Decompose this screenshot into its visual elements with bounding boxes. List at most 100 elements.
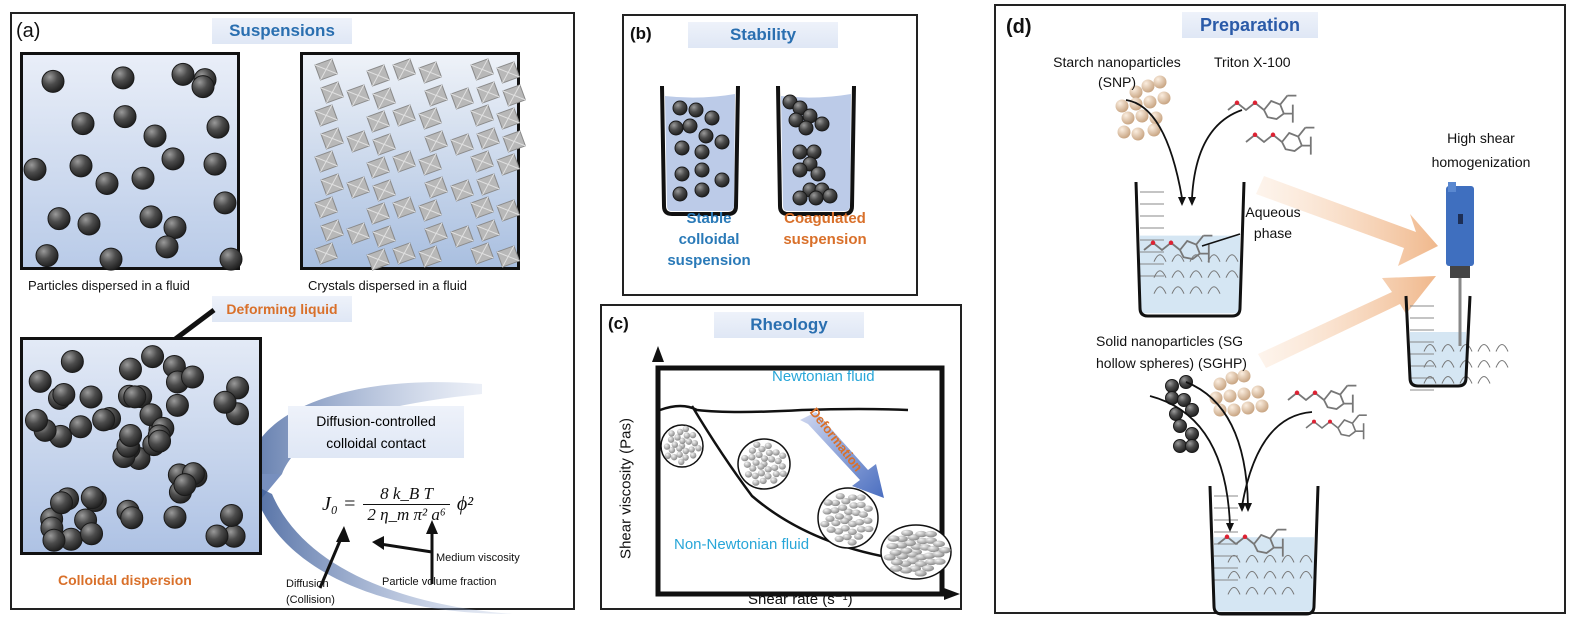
beaker-bottom — [1208, 485, 1320, 616]
cluster-particle — [679, 437, 686, 445]
particle — [71, 112, 95, 136]
contact-title-line1: Diffusion-controlled — [316, 413, 436, 429]
cluster-particle — [849, 502, 859, 509]
crystal — [476, 127, 501, 150]
cluster-particle — [664, 452, 672, 459]
beaker-homogenizer-hollow-sphere — [1441, 360, 1455, 368]
beaker-top-hollow-sphere — [1225, 254, 1239, 262]
particle — [118, 357, 142, 381]
beaker-top-hollow-sphere — [1207, 270, 1221, 278]
particle — [688, 102, 704, 118]
starch-particle — [1131, 127, 1145, 141]
aqueous-line2: phase — [1253, 225, 1293, 241]
cluster-particle — [914, 560, 927, 568]
cluster-particle — [744, 471, 753, 478]
particle — [41, 69, 65, 93]
crystal — [476, 173, 501, 196]
crystal — [424, 84, 449, 107]
cluster-particle — [932, 540, 945, 548]
particle — [672, 186, 688, 202]
newtonian-label: Newtonian fluid — [772, 368, 875, 385]
particle — [672, 100, 688, 116]
particle — [47, 207, 71, 231]
beaker-top-hollow-sphere — [1189, 270, 1203, 278]
particle — [95, 171, 119, 195]
sg-arrow — [1149, 395, 1231, 527]
cluster-particle — [683, 432, 691, 439]
starch-particle — [1135, 109, 1149, 123]
cluster-particle — [938, 546, 951, 554]
crystal — [346, 84, 371, 107]
particles-svg — [23, 62, 243, 271]
crystal — [450, 225, 475, 248]
particle — [119, 423, 143, 447]
triton-arrow-2 — [1241, 411, 1313, 507]
stable-line3: suspension — [667, 252, 751, 269]
panel-d: (d) Preparation Starch nanoparticles (SN… — [994, 4, 1566, 616]
homog-line1: High shear — [1447, 130, 1515, 146]
particle — [694, 182, 710, 198]
particle — [788, 112, 804, 128]
cluster-particle — [771, 464, 779, 471]
particle — [792, 162, 808, 178]
starch-particle — [1237, 369, 1251, 383]
cluster-particle — [901, 529, 914, 537]
particle — [123, 385, 147, 409]
cluster-particle — [822, 508, 832, 515]
cluster-particle — [764, 466, 772, 473]
starch-particle — [1157, 91, 1171, 105]
crystal — [366, 248, 391, 271]
crystal — [450, 179, 475, 202]
deformation-arrow — [800, 412, 884, 498]
equation-annotation-arrows — [318, 520, 438, 589]
cluster-particle — [663, 443, 671, 450]
crystal — [314, 150, 339, 173]
particle — [24, 408, 48, 432]
beaker-bottom-hollow-sphere — [1263, 586, 1277, 595]
beaker-top-hollow-sphere — [1171, 254, 1185, 262]
cluster-particle — [922, 565, 935, 572]
rheology-plot — [652, 346, 960, 600]
cluster-particle — [933, 558, 946, 565]
cluster-particle — [682, 425, 690, 433]
sg-hollow-sphere — [1185, 439, 1199, 453]
beaker-homogenizer-hollow-sphere — [1459, 344, 1473, 352]
starch-particle — [1227, 403, 1241, 417]
cluster-particle — [741, 454, 749, 462]
y-axis-arrowhead — [652, 346, 664, 362]
particle — [113, 105, 137, 129]
homogenizer-body — [1446, 186, 1474, 266]
beaker-bottom-hollow-sphere — [1227, 586, 1241, 595]
sg-arrow-head — [1226, 523, 1234, 532]
particle — [181, 365, 205, 389]
beaker-bottom-hollow-sphere — [1263, 570, 1277, 579]
cluster-particle — [848, 520, 858, 528]
cluster-particle — [840, 517, 850, 525]
cluster-particle — [765, 449, 774, 457]
cluster-particle — [667, 436, 675, 443]
annotation-diffusion-line1: Diffusion — [286, 578, 329, 590]
annotation-diffusion: Diffusion (Collision) — [286, 576, 335, 608]
homog-line2: homogenization — [1431, 154, 1531, 170]
sg-hollow-sphere — [1177, 393, 1191, 407]
particle — [111, 66, 135, 90]
aqueous-pointer — [1201, 233, 1241, 247]
crystal — [314, 196, 339, 219]
cluster-particle — [847, 539, 857, 546]
cluster-particle — [685, 438, 693, 445]
particle — [682, 118, 698, 134]
cluster-particle — [668, 446, 676, 454]
cluster-particle — [768, 456, 776, 463]
particle — [203, 152, 227, 176]
cluster-particle — [774, 457, 782, 465]
particle — [141, 345, 165, 369]
beaker-homogenizer-hollow-sphere — [1477, 360, 1491, 368]
beaker-top — [1134, 181, 1246, 318]
starch-particle — [1241, 401, 1255, 415]
beaker-homogenizer-hollow-sphere — [1495, 344, 1509, 352]
crystal — [320, 219, 345, 242]
crystal — [496, 61, 521, 84]
particle — [714, 172, 730, 188]
cluster-particle — [764, 442, 772, 450]
particle — [28, 369, 52, 393]
